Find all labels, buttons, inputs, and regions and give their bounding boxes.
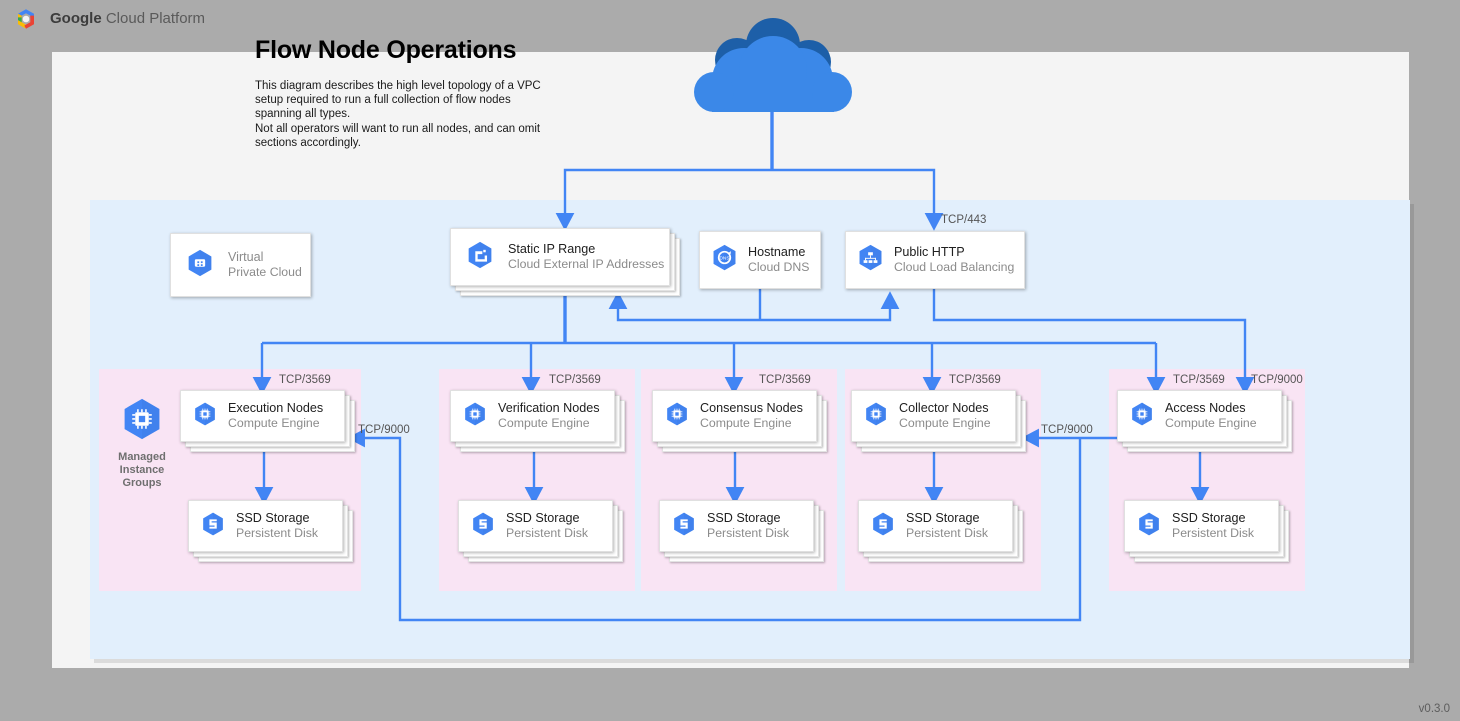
cloud-icon bbox=[682, 18, 864, 114]
cloud-external-ip-addresses-icon bbox=[465, 240, 495, 275]
card-title: Execution Nodes bbox=[228, 401, 324, 415]
page-title: Flow Node Operations bbox=[255, 36, 517, 64]
version-label: v0.3.0 bbox=[1418, 703, 1450, 715]
card-title: Consensus Nodes bbox=[700, 401, 803, 415]
persistent-disk-icon bbox=[470, 511, 496, 542]
card-title: Collector Nodes bbox=[899, 401, 989, 415]
mig-label-line1: Managed bbox=[118, 451, 166, 463]
managed-instance-groups: Managed Instance Groups bbox=[108, 396, 176, 490]
card-title: Virtual bbox=[228, 250, 264, 264]
compute-engine-icon bbox=[863, 401, 889, 432]
card-subtitle: Persistent Disk bbox=[906, 526, 989, 540]
mig-label-line2: Instance bbox=[119, 464, 165, 476]
compute-engine-icon bbox=[192, 401, 218, 432]
compute-engine-icon bbox=[664, 401, 690, 432]
compute-engine-icon bbox=[1129, 401, 1155, 432]
persistent-disk-icon bbox=[870, 511, 896, 542]
brand-title-bold: Google bbox=[50, 10, 102, 27]
card-subtitle: Private Cloud bbox=[228, 265, 302, 279]
card-execution-nodes[interactable]: Execution Nodes Compute Engine bbox=[180, 390, 355, 452]
port-label-execution-ingress: TCP/3569 bbox=[279, 374, 331, 386]
port-label-lb-ingress: TCP/443 bbox=[941, 214, 987, 226]
persistent-disk-icon bbox=[200, 511, 226, 542]
svg-text:DNS: DNS bbox=[720, 255, 730, 260]
card-ssd-storage-access[interactable]: SSD Storage Persistent Disk bbox=[1124, 500, 1289, 562]
card-title: Static IP Range bbox=[508, 242, 596, 256]
brand-bar: Google Cloud Platform bbox=[0, 0, 1460, 36]
card-title: SSD Storage bbox=[906, 511, 980, 525]
card-subtitle: Cloud Load Balancing bbox=[894, 260, 1015, 274]
card-ssd-storage-collector[interactable]: SSD Storage Persistent Disk bbox=[858, 500, 1023, 562]
card-subtitle: Persistent Disk bbox=[707, 526, 790, 540]
port-label-collector-ingress: TCP/3569 bbox=[949, 374, 1001, 386]
card-subtitle: Compute Engine bbox=[498, 416, 590, 430]
card-subtitle: Compute Engine bbox=[899, 416, 991, 430]
card-title: Access Nodes bbox=[1165, 401, 1246, 415]
card-static-ip-range[interactable]: Static IP Range Cloud External IP Addres… bbox=[450, 228, 680, 296]
card-public-http[interactable]: Public HTTP Cloud Load Balancing bbox=[845, 231, 1025, 289]
card-title: Verification Nodes bbox=[498, 401, 600, 415]
card-collector-nodes[interactable]: Collector Nodes Compute Engine bbox=[851, 390, 1026, 452]
card-title: SSD Storage bbox=[1172, 511, 1246, 525]
card-ssd-storage-execution[interactable]: SSD Storage Persistent Disk bbox=[188, 500, 353, 562]
cloud-dns-icon: DNS bbox=[710, 243, 739, 277]
persistent-disk-icon bbox=[671, 511, 697, 542]
virtual-private-cloud-icon bbox=[185, 248, 215, 283]
card-subtitle: Compute Engine bbox=[700, 416, 792, 430]
persistent-disk-icon bbox=[1136, 511, 1162, 542]
card-access-nodes[interactable]: Access Nodes Compute Engine bbox=[1117, 390, 1292, 452]
compute-engine-icon bbox=[462, 401, 488, 432]
port-label-access-to-collector: TCP/9000 bbox=[1041, 424, 1093, 436]
card-subtitle: Cloud External IP Addresses bbox=[508, 257, 665, 271]
card-title: SSD Storage bbox=[506, 511, 580, 525]
mig-label-line3: Groups bbox=[122, 477, 162, 489]
card-title: Hostname bbox=[748, 245, 806, 259]
card-subtitle: Compute Engine bbox=[228, 416, 320, 430]
card-subtitle: Persistent Disk bbox=[236, 526, 319, 540]
card-title: SSD Storage bbox=[707, 511, 781, 525]
managed-instance-groups-icon bbox=[119, 398, 165, 446]
port-label-consensus-ingress: TCP/3569 bbox=[759, 374, 811, 386]
managed-instance-groups-label: Managed Instance Groups bbox=[108, 451, 176, 490]
card-ssd-storage-consensus[interactable]: SSD Storage Persistent Disk bbox=[659, 500, 824, 562]
card-hostname[interactable]: DNS Hostname Cloud DNS bbox=[699, 231, 827, 289]
port-label-access-ingress-secondary: TCP/9000 bbox=[1251, 374, 1303, 386]
brand-title: Google Cloud Platform bbox=[50, 10, 205, 27]
card-subtitle: Cloud DNS bbox=[748, 260, 810, 274]
card-verification-nodes[interactable]: Verification Nodes Compute Engine bbox=[450, 390, 625, 452]
card-consensus-nodes[interactable]: Consensus Nodes Compute Engine bbox=[652, 390, 827, 452]
brand-title-rest: Cloud Platform bbox=[101, 10, 206, 27]
page-description: This diagram describes the high level to… bbox=[255, 80, 541, 149]
google-cloud-platform-logo-icon bbox=[14, 7, 38, 31]
card-subtitle: Compute Engine bbox=[1165, 416, 1257, 430]
card-ssd-storage-verification[interactable]: SSD Storage Persistent Disk bbox=[458, 500, 623, 562]
card-subtitle: Persistent Disk bbox=[506, 526, 589, 540]
port-label-access-ingress: TCP/3569 bbox=[1173, 374, 1225, 386]
port-label-access-to-execution: TCP/9000 bbox=[358, 424, 410, 436]
cloud-load-balancing-icon bbox=[856, 243, 885, 277]
card-title: Public HTTP bbox=[894, 245, 965, 259]
card-title: SSD Storage bbox=[236, 511, 310, 525]
card-subtitle: Persistent Disk bbox=[1172, 526, 1255, 540]
card-virtual-private-cloud[interactable]: Virtual Private Cloud bbox=[170, 233, 311, 297]
port-label-verification-ingress: TCP/3569 bbox=[549, 374, 601, 386]
